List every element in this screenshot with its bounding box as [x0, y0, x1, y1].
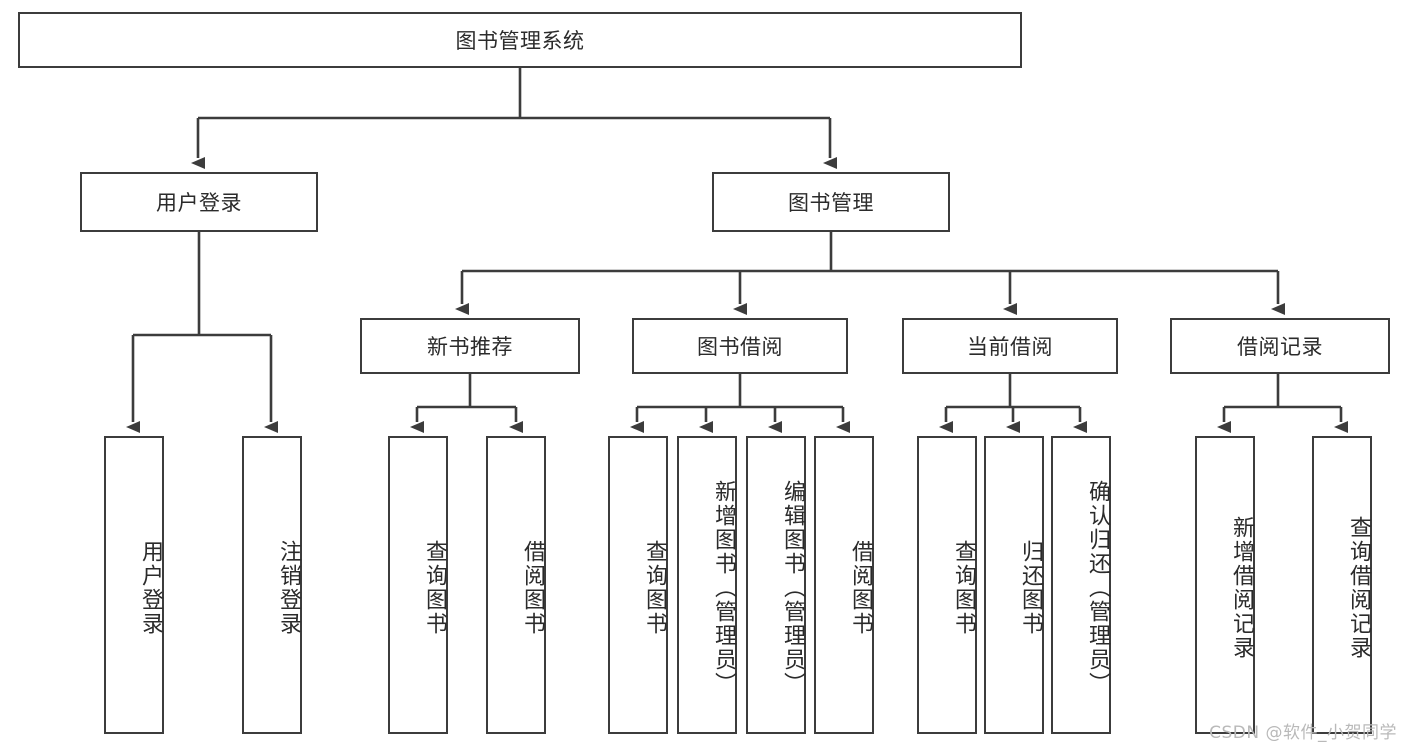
node-label: 查询借阅记录: [1346, 516, 1371, 660]
node-new-book-recommend[interactable]: 新书推荐: [360, 318, 580, 374]
node-label: 借阅记录: [1237, 335, 1323, 359]
leaf-query-book-current[interactable]: 查询图书: [917, 436, 977, 734]
node-label: 注销登录: [276, 540, 301, 636]
node-label: 查询图书: [642, 540, 667, 636]
node-label: 图书借阅: [697, 335, 783, 359]
node-current-borrow[interactable]: 当前借阅: [902, 318, 1118, 374]
node-label: 新增图书（管理员）: [711, 480, 736, 696]
leaf-borrow-book[interactable]: 借阅图书: [814, 436, 874, 734]
node-label: 借阅图书: [520, 540, 545, 636]
node-label: 新书推荐: [427, 335, 513, 359]
node-label: 新增借阅记录: [1229, 516, 1254, 660]
node-label: 借阅图书: [848, 540, 873, 636]
leaf-return-book[interactable]: 归还图书: [984, 436, 1044, 734]
node-book-borrow[interactable]: 图书借阅: [632, 318, 848, 374]
node-label: 查询图书: [422, 540, 447, 636]
node-label: 用户登录: [138, 540, 163, 636]
node-label: 用户登录: [156, 191, 242, 215]
leaf-add-book-admin[interactable]: 新增图书（管理员）: [677, 436, 737, 734]
leaf-query-borrow-record[interactable]: 查询借阅记录: [1312, 436, 1372, 734]
node-book-management[interactable]: 图书管理: [712, 172, 950, 232]
node-label: 图书管理: [788, 191, 874, 215]
leaf-user-login[interactable]: 用户登录: [104, 436, 164, 734]
node-label: 归还图书: [1018, 540, 1043, 636]
leaf-query-book-borrow[interactable]: 查询图书: [608, 436, 668, 734]
leaf-confirm-return-admin[interactable]: 确认归还（管理员）: [1051, 436, 1111, 734]
leaf-add-borrow-record[interactable]: 新增借阅记录: [1195, 436, 1255, 734]
leaf-logout-login[interactable]: 注销登录: [242, 436, 302, 734]
node-label: 确认归还（管理员）: [1085, 480, 1110, 696]
leaf-query-book-recommend[interactable]: 查询图书: [388, 436, 448, 734]
node-root-图书管理系统[interactable]: 图书管理系统: [18, 12, 1022, 68]
leaf-edit-book-admin[interactable]: 编辑图书（管理员）: [746, 436, 806, 734]
watermark-text: CSDN @软件_小贺同学: [1209, 723, 1397, 743]
node-user-login[interactable]: 用户登录: [80, 172, 318, 232]
node-label: 查询图书: [951, 540, 976, 636]
leaf-borrow-book-recommend[interactable]: 借阅图书: [486, 436, 546, 734]
node-label: 编辑图书（管理员）: [780, 480, 805, 696]
node-label: 图书管理系统: [455, 29, 585, 53]
node-borrow-record[interactable]: 借阅记录: [1170, 318, 1390, 374]
node-label: 当前借阅: [967, 335, 1053, 359]
